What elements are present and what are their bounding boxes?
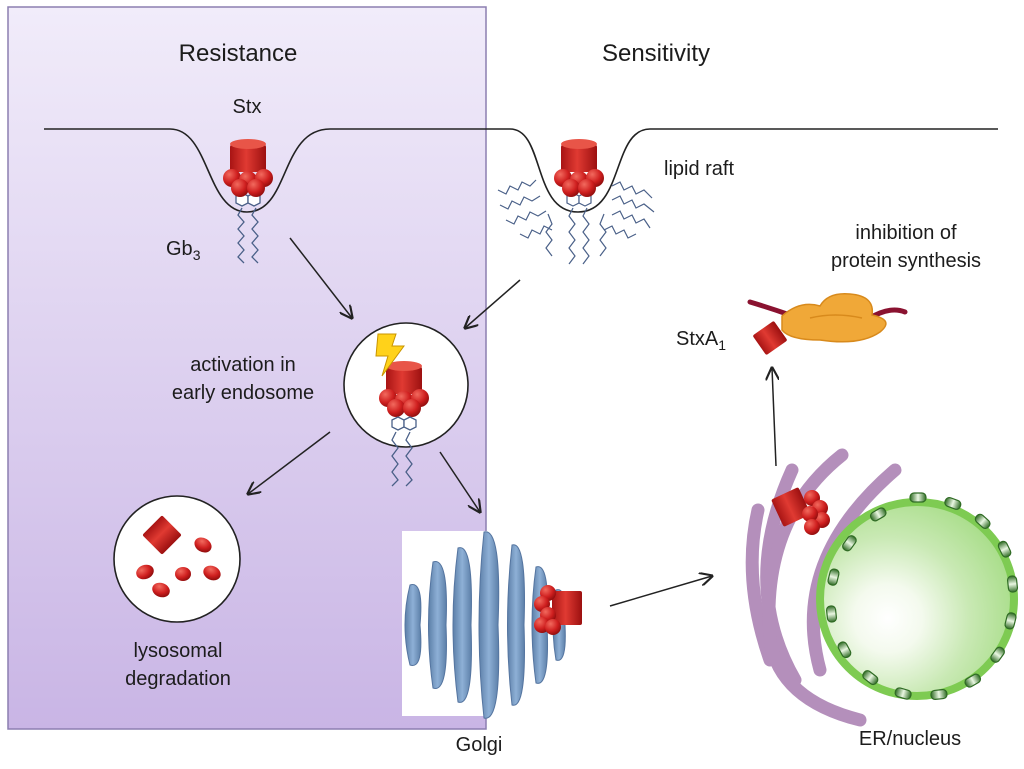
ribosome	[747, 293, 908, 343]
activation-label-line2: early endosome	[171, 382, 315, 404]
stxa1-fragment	[753, 321, 787, 355]
nuclear-pores	[825, 492, 1019, 701]
activation-label-line1: activation in	[190, 354, 296, 376]
sensitivity-heading: Sensitivity	[601, 40, 711, 67]
lysosomal-label-line1: lysosomal	[133, 640, 223, 662]
plasma-membrane	[44, 128, 998, 213]
resistance-heading: Resistance	[178, 40, 298, 67]
early-endosome	[343, 322, 469, 487]
stx-toxin-sensitivity	[554, 139, 604, 197]
stx-toxin-resistance	[223, 139, 273, 197]
lysosome	[113, 495, 241, 623]
lightning-icon	[375, 333, 405, 377]
inhibition-label-line1: inhibition of	[855, 222, 957, 244]
lipid-raft-tails	[497, 179, 655, 265]
pathway-arrows	[248, 237, 776, 607]
stxa1-label: StxA1	[676, 328, 727, 353]
stx-toxin-er	[771, 487, 830, 535]
golgi-apparatus	[402, 531, 582, 719]
lipid-raft-label: lipid raft	[664, 158, 735, 180]
gb3-label: Gb3	[166, 238, 201, 263]
lysosomal-label-line2: degradation	[125, 668, 231, 690]
golgi-label: Golgi	[455, 734, 503, 756]
er-nucleus	[745, 448, 1019, 727]
inhibition-label-line2: protein synthesis	[830, 250, 982, 272]
stx-label: Stx	[232, 96, 262, 118]
er-nucleus-label: ER/nucleus	[858, 728, 962, 750]
